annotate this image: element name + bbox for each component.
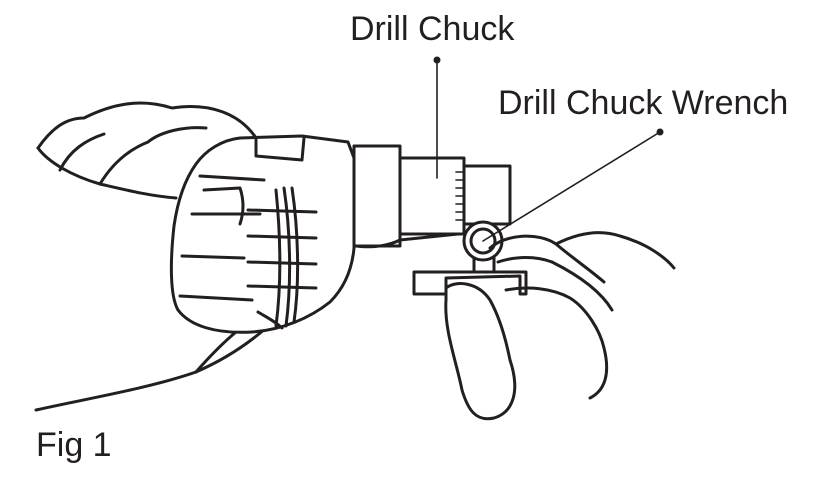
- figure-caption: Fig 1: [36, 426, 112, 464]
- drill-chuck-wrench-leader: [482, 131, 661, 242]
- chuck-drawing: [352, 144, 512, 249]
- leader-lines: [433, 56, 664, 242]
- drill-chuck-label: Drill Chuck: [350, 10, 515, 48]
- drill-chuck-wrench-leader-dot: [656, 128, 664, 136]
- drill-chuck-wrench-label: Drill Chuck Wrench: [498, 84, 789, 122]
- right-hand-drawing: [444, 231, 676, 421]
- drill-body-drawing: [169, 134, 356, 334]
- left-hand-drawing: [34, 101, 268, 412]
- drill-chuck-leader-dot: [433, 56, 441, 64]
